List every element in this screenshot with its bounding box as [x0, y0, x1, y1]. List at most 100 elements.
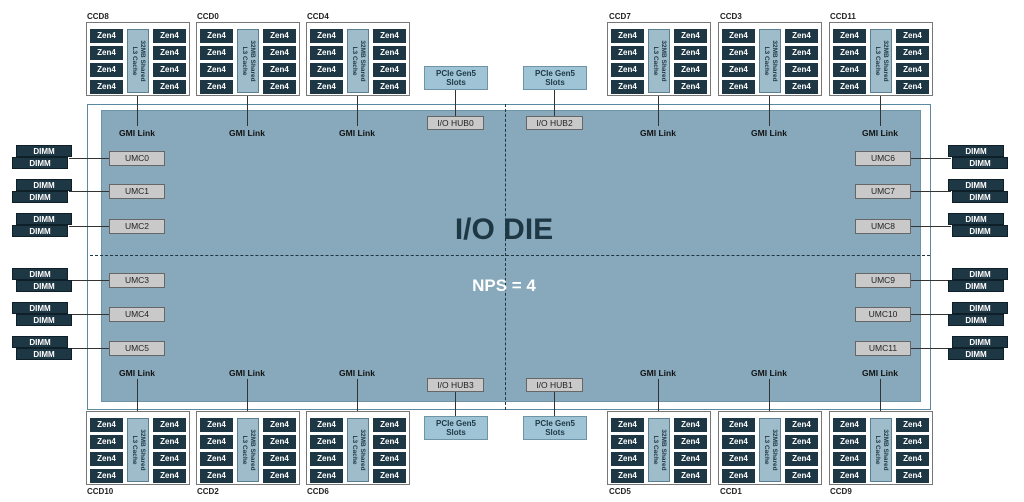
- dimm-connector: [69, 158, 109, 159]
- io-hub-2: I/O HUB2: [526, 116, 583, 130]
- l3-cache-label: 32MB Shared L3 Cache: [652, 429, 667, 471]
- zen4-core: Zen4: [722, 80, 755, 94]
- pcie-connector: [455, 90, 456, 116]
- zen4-core: Zen4: [153, 418, 186, 432]
- zen4-core: Zen4: [722, 418, 755, 432]
- zen4-core: Zen4: [611, 63, 644, 77]
- zen4-core: Zen4: [611, 418, 644, 432]
- zen4-core: Zen4: [722, 435, 755, 449]
- dimm-module: DIMM: [948, 179, 1004, 191]
- pcie-label-line2: Slots: [545, 428, 565, 437]
- dimm-connector: [69, 226, 109, 227]
- l3-cache-label: 32MB Shared L3 Cache: [351, 40, 366, 82]
- umc-2: UMC2: [109, 219, 165, 234]
- dimm-module: DIMM: [948, 314, 1004, 326]
- gmi-link-label: GMI Link: [862, 368, 898, 378]
- zen4-core: Zen4: [674, 435, 707, 449]
- zen4-core: Zen4: [785, 80, 818, 94]
- zen4-core: Zen4: [310, 469, 343, 483]
- ccd-label: CCD2: [197, 487, 219, 496]
- gmi-connector: [357, 96, 358, 126]
- dimm-connector: [911, 348, 951, 349]
- zen4-core: Zen4: [90, 63, 123, 77]
- ccd-label: CCD1: [720, 487, 742, 496]
- zen4-core: Zen4: [833, 469, 866, 483]
- dimm-module: DIMM: [12, 302, 68, 314]
- zen4-core: Zen4: [90, 80, 123, 94]
- ccd-label: CCD10: [87, 487, 114, 496]
- zen4-core: Zen4: [90, 452, 123, 466]
- pcie-label-line2: Slots: [446, 78, 466, 87]
- umc-8: UMC8: [855, 219, 911, 234]
- dimm-module: DIMM: [948, 145, 1004, 157]
- zen4-core: Zen4: [153, 452, 186, 466]
- l3-cache-label: 32MB Shared L3 Cache: [874, 40, 889, 82]
- zen4-core: Zen4: [373, 452, 406, 466]
- l3-cache-label: 32MB Shared L3 Cache: [874, 429, 889, 471]
- zen4-core: Zen4: [200, 63, 233, 77]
- zen4-core: Zen4: [611, 46, 644, 60]
- zen4-core: Zen4: [263, 29, 296, 43]
- pcie-slots-top-left: PCIe Gen5 Slots: [424, 66, 488, 90]
- gmi-connector: [769, 96, 770, 126]
- gmi-link-label: GMI Link: [229, 368, 265, 378]
- zen4-core: Zen4: [785, 46, 818, 60]
- l3-cache-label: 32MB Shared L3 Cache: [131, 40, 146, 82]
- dimm-module: DIMM: [16, 314, 72, 326]
- zen4-core: Zen4: [896, 469, 929, 483]
- dimm-module: DIMM: [952, 268, 1008, 280]
- pcie-connector: [554, 392, 555, 416]
- umc-1: UMC1: [109, 184, 165, 199]
- umc-6: UMC6: [855, 151, 911, 166]
- zen4-core: Zen4: [833, 452, 866, 466]
- l3-cache: 32MB Shared L3 Cache: [759, 418, 781, 482]
- zen4-core: Zen4: [896, 63, 929, 77]
- zen4-core: Zen4: [722, 452, 755, 466]
- zen4-core: Zen4: [153, 80, 186, 94]
- zen4-core: Zen4: [674, 469, 707, 483]
- zen4-core: Zen4: [153, 63, 186, 77]
- gmi-connector: [137, 96, 138, 126]
- pcie-label-line1: PCIe Gen5: [435, 419, 476, 428]
- l3-cache: 32MB Shared L3 Cache: [127, 29, 149, 93]
- zen4-core: Zen4: [611, 452, 644, 466]
- gmi-connector: [769, 379, 770, 411]
- dimm-module: DIMM: [948, 348, 1004, 360]
- zen4-core: Zen4: [833, 435, 866, 449]
- zen4-core: Zen4: [674, 29, 707, 43]
- ccd-label: CCD6: [307, 487, 329, 496]
- zen4-core: Zen4: [310, 46, 343, 60]
- zen4-core: Zen4: [833, 80, 866, 94]
- umc-9: UMC9: [855, 273, 911, 288]
- zen4-core: Zen4: [611, 435, 644, 449]
- dimm-module: DIMM: [952, 302, 1008, 314]
- l3-cache-label: 32MB Shared L3 Cache: [131, 429, 146, 471]
- gmi-link-label: GMI Link: [862, 128, 898, 138]
- zen4-core: Zen4: [833, 29, 866, 43]
- zen4-core: Zen4: [200, 469, 233, 483]
- dimm-module: DIMM: [12, 157, 68, 169]
- dimm-connector: [911, 280, 951, 281]
- io-die-body: [101, 110, 921, 402]
- zen4-core: Zen4: [310, 29, 343, 43]
- zen4-core: Zen4: [896, 29, 929, 43]
- zen4-core: Zen4: [785, 418, 818, 432]
- dimm-module: DIMM: [12, 336, 68, 348]
- io-hub-3: I/O HUB3: [427, 378, 484, 392]
- l3-cache: 32MB Shared L3 Cache: [347, 418, 369, 482]
- dimm-connector: [911, 191, 951, 192]
- dimm-module: DIMM: [12, 225, 68, 237]
- ccd-label: CCD7: [609, 12, 631, 21]
- gmi-connector: [247, 379, 248, 411]
- dimm-module: DIMM: [948, 213, 1004, 225]
- umc-11: UMC11: [855, 341, 911, 356]
- gmi-link-label: GMI Link: [119, 128, 155, 138]
